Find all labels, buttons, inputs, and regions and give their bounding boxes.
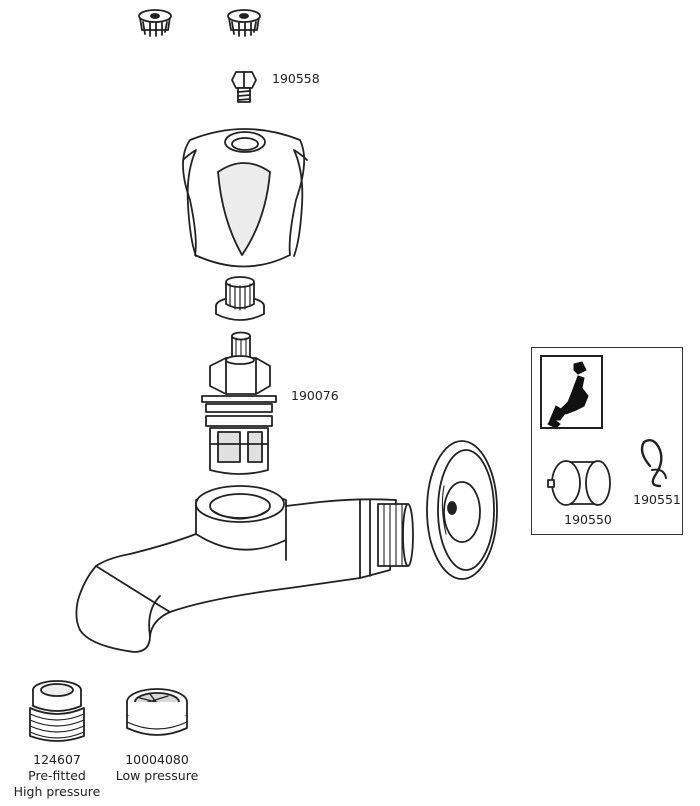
part-code-cartridge: 190076 [291, 388, 339, 403]
aerator-high-pressure [29, 680, 85, 742]
aerator-high-note: Pre-fitted [28, 768, 86, 783]
regional-options-box [531, 347, 683, 535]
aerator-high-pressure-label: High pressure [13, 784, 101, 799]
screw [231, 71, 257, 103]
indicator-cap-left [138, 9, 172, 37]
wall-flange [426, 440, 498, 580]
tap-spout-body [75, 485, 414, 653]
aerator-low-pressure [126, 688, 188, 736]
part-code-screw: 190558 [272, 71, 320, 86]
part-code-clip: 190551 [633, 492, 681, 507]
japan-map-icon [547, 361, 589, 429]
region-map-frame [540, 355, 603, 429]
part-code-flow-limiter: 190550 [564, 512, 612, 527]
valve-cartridge [201, 331, 277, 475]
aerator-low-pressure-label: Low pressure [115, 768, 199, 783]
spline-adapter [215, 276, 265, 321]
part-code-aerator-low: 10004080 [125, 752, 189, 767]
part-code-aerator-high: 124607 [33, 752, 81, 767]
flow-limiter [547, 460, 611, 506]
retaining-clip [640, 439, 667, 488]
tap-handle [182, 128, 308, 268]
indicator-cap-right [227, 9, 261, 37]
